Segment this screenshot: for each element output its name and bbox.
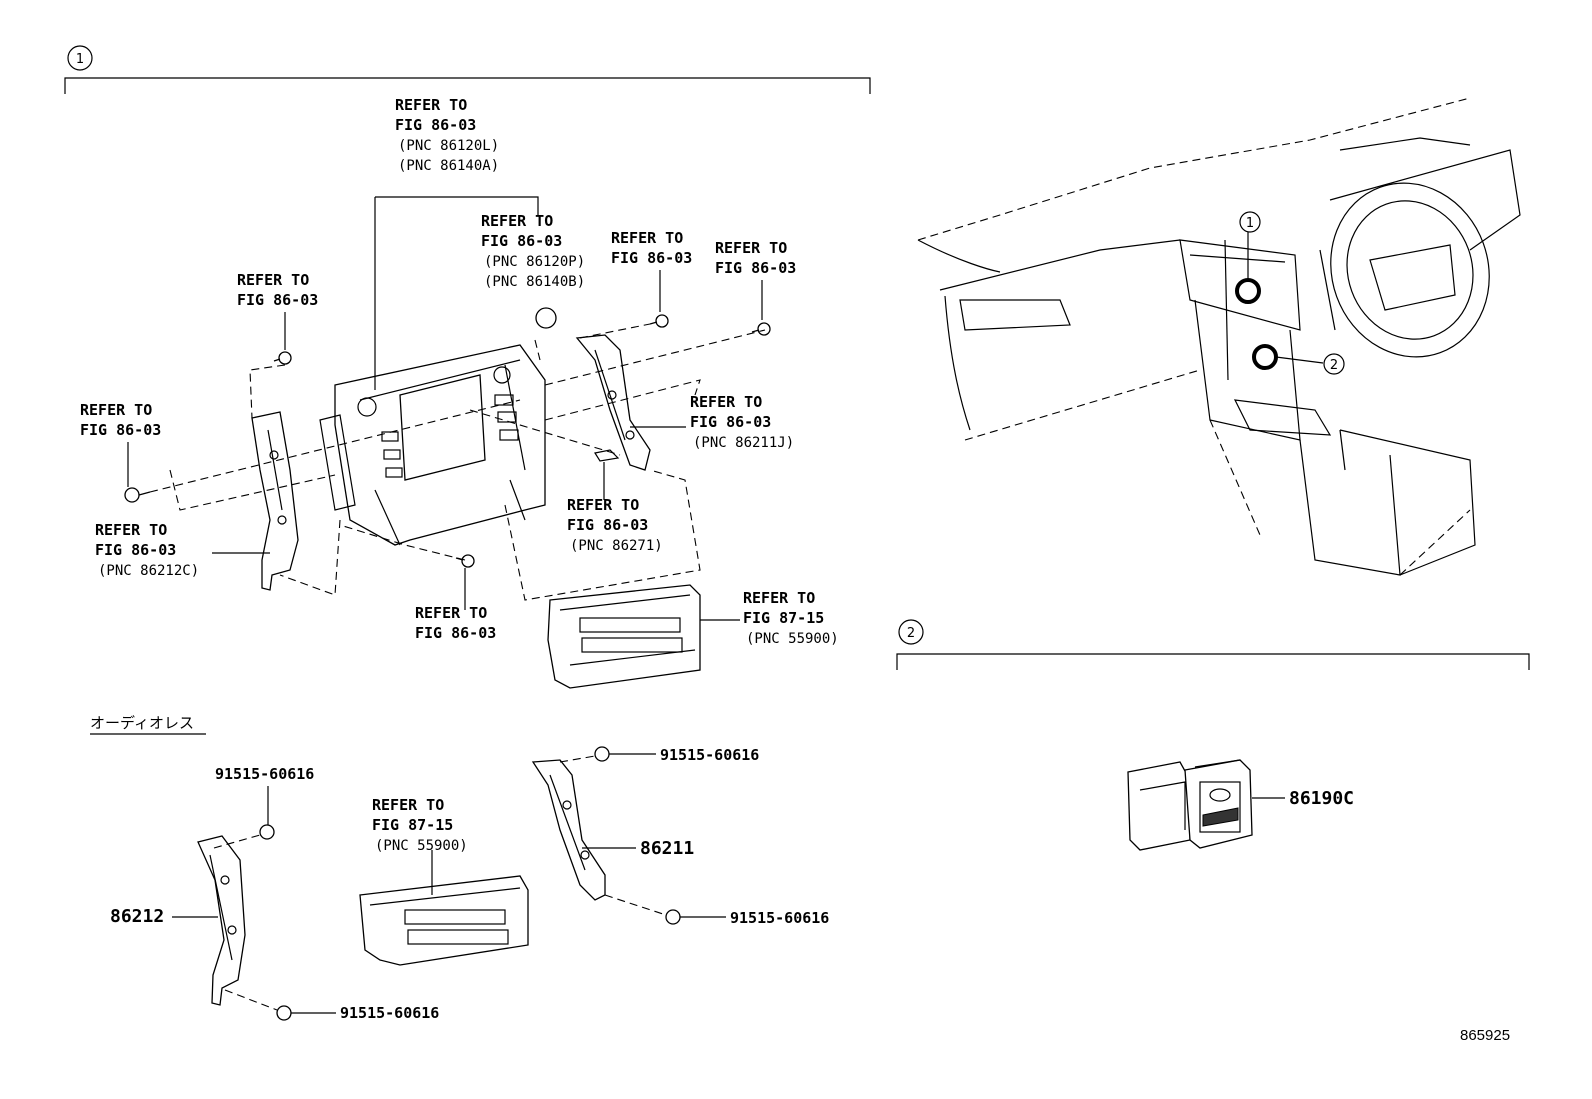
part-number: 91515-60616 <box>660 746 759 764</box>
bracket-left-upper <box>251 411 299 591</box>
ref-bracket-r: REFER TO FIG 86-03 (PNC 86211J) <box>630 393 794 451</box>
ref-text: REFER TO <box>372 796 444 814</box>
ref-text: REFER TO <box>567 496 639 514</box>
label-plate <box>594 449 620 462</box>
part-number: 91515-60616 <box>340 1004 439 1022</box>
part-number: 86212 <box>110 906 164 927</box>
ref-text: FIG 86-03 <box>611 249 692 267</box>
ref-text: FIG 86-03 <box>95 541 176 559</box>
ac-control-upper <box>547 584 740 689</box>
part-label-bracket-right: 86211 <box>582 838 694 859</box>
ref-text: (PNC 86212C) <box>98 563 199 579</box>
part-number: 86211 <box>640 838 694 859</box>
ref-text: (PNC 86140A) <box>398 158 499 174</box>
ref-text: REFER TO <box>690 393 762 411</box>
part-number: 91515-60616 <box>215 765 314 783</box>
head-unit-assembly <box>319 196 546 546</box>
ref-text: REFER TO <box>481 212 553 230</box>
ref-text: FIG 86-03 <box>481 232 562 250</box>
ref-text: FIG 86-03 <box>395 116 476 134</box>
part-label-screw-tl: 91515-60616 <box>215 765 314 825</box>
ref-text: FIG 86-03 <box>237 291 318 309</box>
part-label-screw-tr: 91515-60616 <box>609 746 759 764</box>
ref-screw-bottom: REFER TO FIG 86-03 <box>415 568 496 642</box>
audioless-heading: オーディオレス <box>90 714 206 735</box>
locator-marker-2: 2 <box>1330 358 1338 373</box>
ref-top-a: REFER TO FIG 86-03 (PNC 86120L) (PNC 861… <box>395 96 499 174</box>
part-label-bracket-left: 86212 <box>110 906 218 927</box>
ref-text: (PNC 86120P) <box>484 254 585 270</box>
ref-left-f: REFER TO FIG 86-03 <box>80 401 161 487</box>
ref-text: FIG 86-03 <box>715 259 796 277</box>
ref-text: FIG 87-15 <box>743 609 824 627</box>
ac-control-lower <box>359 850 529 966</box>
section-2-header: 2 <box>896 619 1530 670</box>
bracket-86211 <box>531 759 606 901</box>
ref-screw-c: REFER TO FIG 86-03 <box>611 229 692 312</box>
ref-text: FIG 86-03 <box>80 421 161 439</box>
bracket-86212 <box>197 835 246 1006</box>
ref-text: FIG 86-03 <box>415 624 496 642</box>
ref-text: REFER TO <box>715 239 787 257</box>
ref-text: REFER TO <box>611 229 683 247</box>
ref-text: FIG 86-03 <box>567 516 648 534</box>
part-number: 91515-60616 <box>730 909 829 927</box>
assembly-dashed-lines-lower <box>213 755 667 1011</box>
ref-bracket-l: REFER TO FIG 86-03 (PNC 86212C) <box>95 521 270 579</box>
ref-text: (PNC 86120L) <box>398 138 499 154</box>
ref-ac-lower: REFER TO FIG 87-15 (PNC 55900) <box>372 796 468 854</box>
locator-marker-1: 1 <box>1246 216 1254 231</box>
assembly-dashed-lines-upper <box>149 323 766 601</box>
ref-text: REFER TO <box>237 271 309 289</box>
part-label-usb: 86190C <box>1252 788 1354 809</box>
section-1-marker: 1 <box>76 52 84 67</box>
section-2-marker: 2 <box>907 626 915 641</box>
figure-id: 865925 <box>1460 1027 1510 1044</box>
dashboard-locator-illustration: 1 2 <box>917 97 1521 576</box>
ref-text: REFER TO <box>80 401 152 419</box>
section-1-header: 1 <box>64 45 871 94</box>
screws-upper <box>124 307 771 568</box>
audioless-title: オーディオレス <box>90 714 194 732</box>
ref-text: REFER TO <box>415 604 487 622</box>
ref-text: (PNC 55900) <box>746 631 839 647</box>
ref-top-b: REFER TO FIG 86-03 (PNC 86120P) (PNC 861… <box>481 212 585 290</box>
ref-left-e: REFER TO FIG 86-03 <box>237 271 318 350</box>
ref-text: FIG 87-15 <box>372 816 453 834</box>
ref-ac-upper: REFER TO FIG 87-15 (PNC 55900) <box>743 589 839 647</box>
ref-label: REFER TO FIG 86-03 (PNC 86271) <box>567 462 663 554</box>
ref-text: REFER TO <box>743 589 815 607</box>
ref-text: REFER TO <box>95 521 167 539</box>
ref-text: FIG 86-03 <box>690 413 771 431</box>
part-label-screw-br: 91515-60616 <box>680 909 829 927</box>
part-label-screw-bl: 91515-60616 <box>291 1004 439 1022</box>
ref-text: (PNC 55900) <box>375 838 468 854</box>
ref-text: REFER TO <box>395 96 467 114</box>
ref-screw-d: REFER TO FIG 86-03 <box>715 239 796 320</box>
usb-port-part <box>1127 759 1253 851</box>
ref-text: (PNC 86271) <box>570 538 663 554</box>
part-number: 86190C <box>1289 788 1354 809</box>
ref-text: (PNC 86211J) <box>693 435 794 451</box>
ref-text: (PNC 86140B) <box>484 274 585 290</box>
